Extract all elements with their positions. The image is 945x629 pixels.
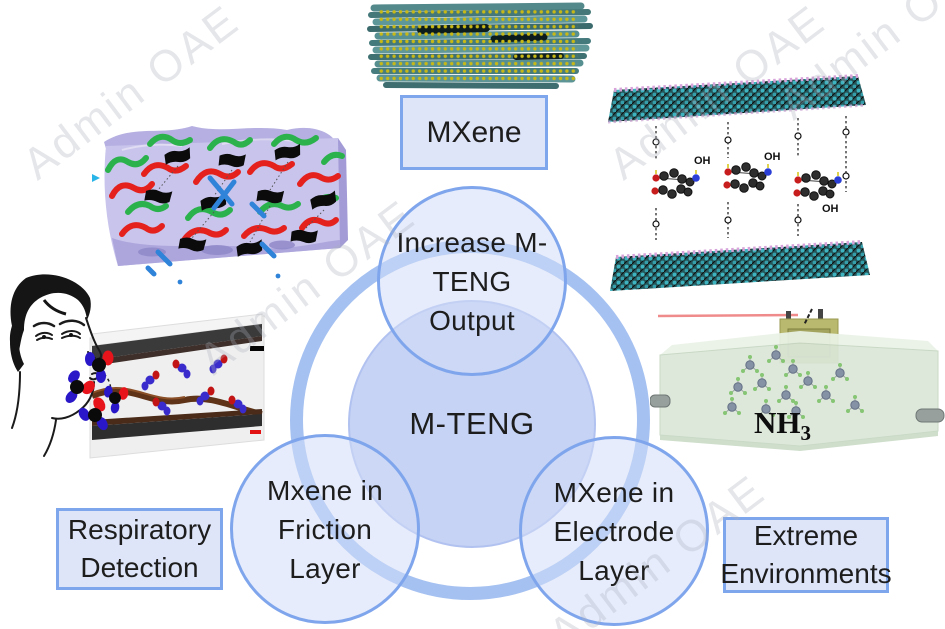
organic-molecule <box>792 169 843 202</box>
venn-left-label-line: Layer <box>289 552 361 584</box>
sensor-device <box>89 313 265 459</box>
blue-dot <box>177 279 183 285</box>
mxene-label-box: MXene <box>400 95 548 170</box>
venn-top-label-line: Output <box>429 304 515 336</box>
gas-port-right <box>915 408 945 423</box>
respiration-sensor-illustration <box>9 274 265 459</box>
venn-left-label-line: Friction <box>277 513 373 545</box>
mxene-slab-bottom <box>610 240 870 291</box>
electrode-contact-red <box>250 430 261 434</box>
venn-left-label-line: Mxene in <box>266 474 383 506</box>
oh-label: OH <box>822 203 839 215</box>
venn-top-label-line: TENG <box>432 265 512 297</box>
respiratory-detection-label-box: Respiratory Detection <box>56 508 223 590</box>
face-sketch <box>9 274 103 457</box>
electrode-contact-black <box>250 346 264 351</box>
blue-dot <box>275 273 281 279</box>
venn-right-label-line: MXene in <box>553 476 675 508</box>
red-wire <box>657 313 799 318</box>
cyan-arrow <box>92 174 100 182</box>
polymer-chains-green <box>105 133 345 221</box>
gas-molecules-inside <box>141 354 247 416</box>
venn-top-label-line: Increase M- <box>396 226 548 258</box>
gas-chamber <box>650 331 945 451</box>
mxene-interlayer-illustration: OH OH OH <box>608 74 870 291</box>
extreme-environments-label-box: Extreme Environments <box>720 517 892 593</box>
oh-label: OH <box>694 155 711 167</box>
nh3-label: NH3 <box>754 405 811 445</box>
extreme-label-line: Environments <box>720 558 892 589</box>
respiratory-label-line: Respiratory <box>67 514 212 545</box>
nanoparticle-dots <box>378 9 578 83</box>
breath-molecules <box>65 350 129 431</box>
gas-port-left <box>650 394 671 408</box>
nh3-chamber-illustration: NH3 <box>650 308 945 451</box>
polymer-chains-red <box>109 160 341 243</box>
venn-center-label: M-TENG <box>409 406 535 441</box>
venn-right-label-line: Electrode <box>553 515 675 547</box>
blue-crosslinks <box>145 175 277 277</box>
mxene-slab-top <box>608 74 867 124</box>
venn-top-circle: Increase M- TENG Output <box>377 186 567 376</box>
composite-hydrogel-illustration <box>92 126 348 285</box>
respiratory-label-line: Detection <box>80 552 199 583</box>
oh-label: OH <box>764 151 781 163</box>
organic-molecule <box>650 167 701 200</box>
venn-left-circle: Mxene in Friction Layer <box>230 434 420 624</box>
venn-right-circle: MXene in Electrode Layer <box>519 436 709 626</box>
mxene-label: MXene <box>426 115 522 149</box>
mxene-film-illustration <box>367 2 593 89</box>
venn-right-label-line: Layer <box>578 554 650 586</box>
extreme-label-line: Extreme <box>753 520 859 551</box>
bond-rings <box>652 128 850 228</box>
organic-molecule <box>722 161 773 194</box>
